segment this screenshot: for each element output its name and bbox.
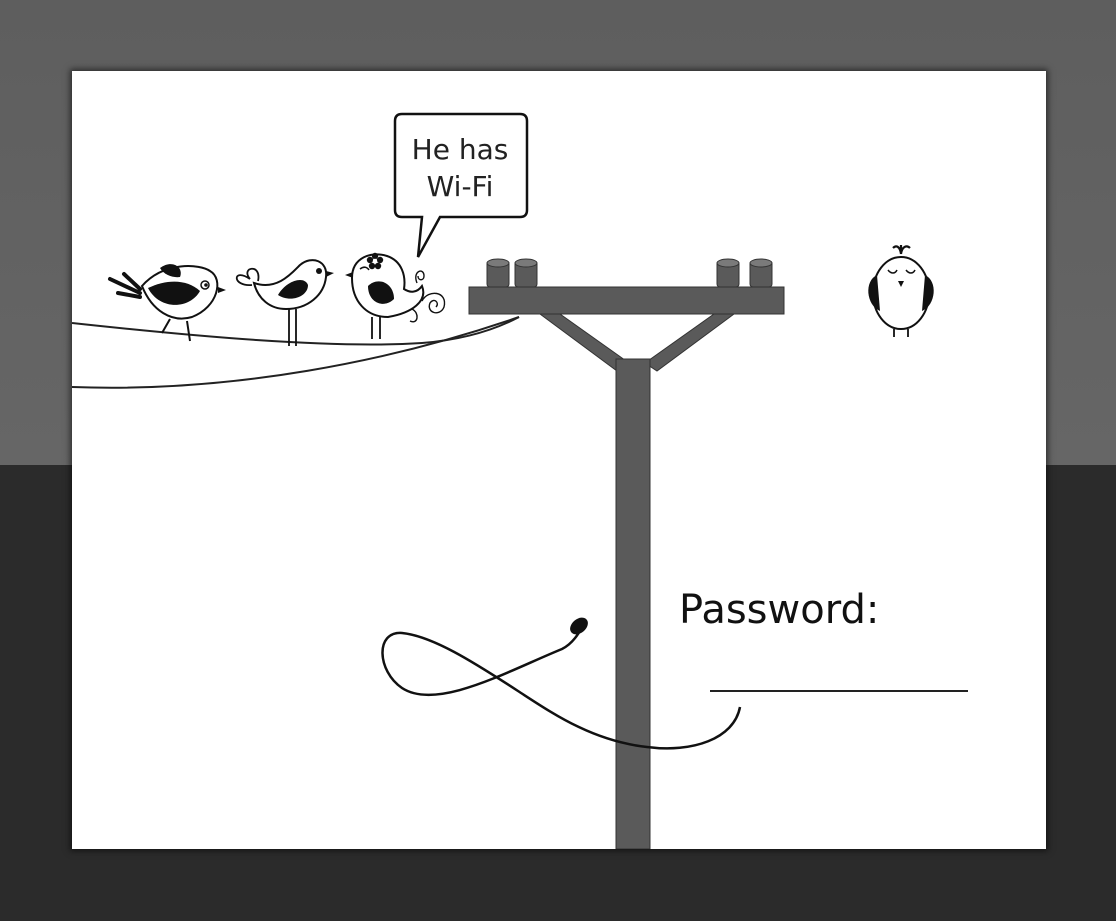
utility-pole-icon bbox=[468, 258, 785, 849]
password-label: Password: bbox=[679, 587, 880, 633]
bird-icon bbox=[868, 245, 934, 337]
bird-icon bbox=[108, 264, 226, 342]
password-blank-line bbox=[710, 690, 968, 692]
wifi-poster: He has Wi-Fi Password: bbox=[72, 71, 1046, 849]
speech-bubble-text: He has Wi-Fi bbox=[411, 133, 509, 203]
flower-icon bbox=[366, 252, 384, 270]
bird-icon bbox=[345, 252, 446, 339]
lower-wire bbox=[72, 316, 520, 389]
bird-icon bbox=[235, 259, 334, 346]
decorative-swirl bbox=[381, 620, 742, 750]
poster-illustration bbox=[72, 112, 934, 849]
swirl-end bbox=[570, 617, 588, 635]
speech-bubble-icon bbox=[393, 112, 529, 258]
